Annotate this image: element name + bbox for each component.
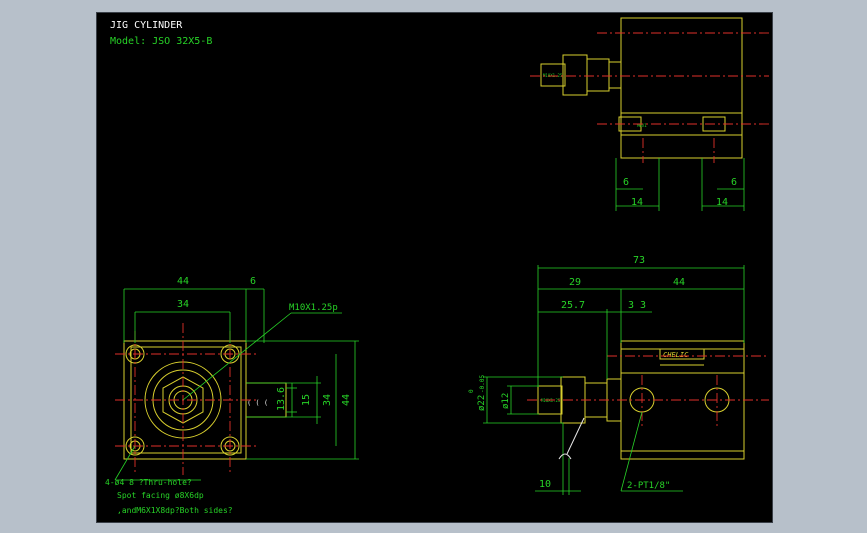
port-callout: 2-PT1/8" bbox=[627, 481, 670, 491]
dim-total-length: 73 bbox=[633, 255, 645, 266]
dim-h-34: 34 bbox=[322, 394, 333, 406]
dim-front-length: 29 bbox=[569, 277, 581, 288]
brand-label: CHELIC bbox=[663, 351, 689, 359]
svg-text:M6X1: M6X1 bbox=[637, 123, 647, 128]
side-view: CHELIC M10X1.25 73 29 44 25.7 3 3 bbox=[468, 255, 769, 495]
dim-rod-extension: 25.7 bbox=[561, 300, 585, 311]
thread-callout: M10X1.25p bbox=[289, 303, 338, 313]
dim-dia-22-tol: -0.05 bbox=[479, 375, 486, 393]
note-line-3: ,andM6X1X8dp?Both sides? bbox=[117, 506, 233, 515]
cad-viewport[interactable]: JIG CYLINDER Model: JSO 32X5-B M10X1.25 … bbox=[96, 12, 773, 523]
dim-top-right-width: 14 bbox=[716, 197, 728, 208]
front-view: ( ( ( 44 34 6 M10X1.25p 13.6 bbox=[114, 276, 359, 481]
dim-top-left-width: 14 bbox=[631, 197, 643, 208]
note-line-1: 4-ø4 8 ?Thru-hole? bbox=[105, 478, 192, 487]
dim-top-right-offset: 6 bbox=[731, 177, 737, 188]
dim-width-outer: 44 bbox=[177, 276, 189, 287]
dim-top-left-offset: 6 bbox=[623, 177, 629, 188]
svg-text:M10X1.25: M10X1.25 bbox=[541, 398, 561, 403]
svg-text:( ( (: ( ( ( bbox=[247, 399, 268, 407]
dim-body-33: 3 3 bbox=[628, 300, 646, 311]
svg-text:M10X1.25: M10X1.25 bbox=[543, 73, 563, 78]
dim-h-136: 13.6 bbox=[276, 387, 287, 411]
top-view: M10X1.25 M6X1 6 14 6 14 bbox=[530, 17, 769, 211]
drawing-model: Model: JSO 32X5-B bbox=[110, 36, 212, 47]
dim-bottom: 10 bbox=[539, 479, 551, 490]
dim-dia-12: ø12 bbox=[501, 393, 511, 409]
dim-port-offset: 6 bbox=[250, 276, 256, 287]
dim-h-44: 44 bbox=[341, 394, 352, 406]
drawing-canvas: JIG CYLINDER Model: JSO 32X5-B M10X1.25 … bbox=[105, 17, 769, 515]
drawing-title: JIG CYLINDER bbox=[110, 20, 183, 31]
dim-width-holes: 34 bbox=[177, 299, 189, 310]
top-body-outline bbox=[620, 17, 743, 159]
dim-h-15: 15 bbox=[301, 394, 312, 406]
note-line-2: Spot facing ø8X6dp bbox=[117, 491, 204, 500]
dim-body-length: 44 bbox=[673, 277, 685, 288]
dim-dia-22: ø22 bbox=[477, 395, 487, 411]
dim-dia-22-tol0: 0 bbox=[468, 389, 475, 393]
